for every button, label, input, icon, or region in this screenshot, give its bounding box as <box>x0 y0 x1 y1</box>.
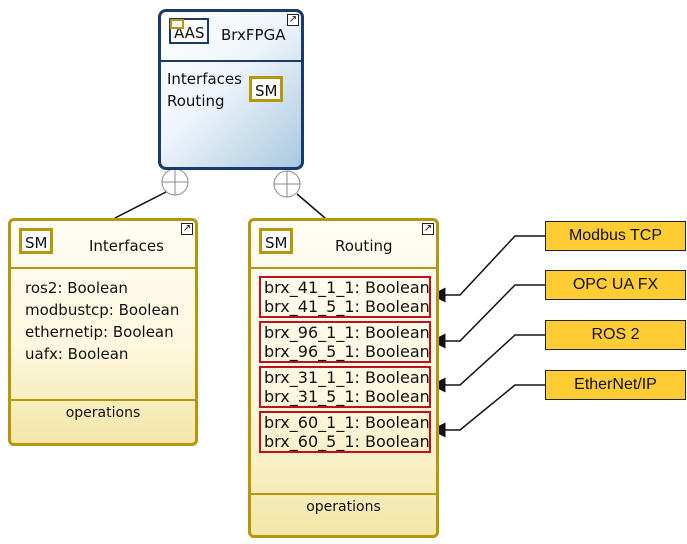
property-brx-60-5-1: brx_60_5_1: Boolean <box>264 432 430 451</box>
expand-icon[interactable]: ↗ <box>181 223 193 235</box>
aas-tag: AAS <box>169 18 210 44</box>
aas-submodel-routing: Routing <box>167 92 225 110</box>
property-ethernetip: ethernetip: Boolean <box>25 323 174 341</box>
property-ros2: ros2: Boolean <box>25 279 128 297</box>
arrow-ros2 <box>430 334 545 393</box>
interfaces-title: Interfaces <box>89 237 164 255</box>
property-brx-31-5-1: brx_31_5_1: Boolean <box>264 387 430 406</box>
protocol-opc-ua-fx[interactable]: OPC UA FX <box>545 270 686 300</box>
link-routing <box>296 193 326 219</box>
expand-icon[interactable]: ↗ <box>422 223 434 235</box>
link-interfaces <box>114 191 167 219</box>
property-brx-31-1-1: brx_31_1_1: Boolean <box>264 368 430 387</box>
property-brx-96-5-1: brx_96_5_1: Boolean <box>264 342 430 361</box>
routing-operations: operations <box>306 499 381 515</box>
property-brx-96-1-1: brx_96_1_1: Boolean <box>264 323 430 342</box>
interfaces-properties: ros2: Boolean modbustcp: Boolean etherne… <box>11 269 195 365</box>
aas-header: AAS BrxFPGA ↗ <box>161 12 301 62</box>
routing-group-31[interactable]: brx_31_1_1: Boolean brx_31_5_1: Boolean <box>259 366 431 408</box>
routing-submodel[interactable]: SM Routing ↗ brx_41_1_1: Boolean brx_41_… <box>248 218 439 538</box>
sm-tag: SM <box>259 228 294 254</box>
property-modbustcp: modbustcp: Boolean <box>25 301 180 319</box>
property-brx-41-5-1: brx_41_5_1: Boolean <box>264 297 430 316</box>
interfaces-submodel[interactable]: SM Interfaces ↗ ros2: Boolean modbustcp:… <box>8 218 198 446</box>
protocol-ethernet-ip[interactable]: EtherNet/IP <box>545 370 686 400</box>
routing-header: SM Routing ↗ <box>251 221 436 269</box>
routing-title: Routing <box>335 237 393 255</box>
arrow-opc-ua-fx <box>430 284 545 349</box>
sm-tag: SM <box>19 228 54 254</box>
divider <box>11 399 195 401</box>
property-brx-60-1-1: brx_60_1_1: Boolean <box>264 413 430 432</box>
property-uafx: uafx: Boolean <box>25 345 129 363</box>
arrow-modbus-tcp <box>430 235 545 303</box>
property-brx-41-1-1: brx_41_1_1: Boolean <box>264 278 430 297</box>
aggregation-circle-right <box>273 170 301 198</box>
aas-submodel-interfaces: Interfaces <box>167 70 242 88</box>
divider <box>251 493 436 495</box>
interfaces-operations: operations <box>65 405 141 421</box>
routing-group-60[interactable]: brx_60_1_1: Boolean brx_60_5_1: Boolean <box>259 411 431 453</box>
expand-icon[interactable]: ↗ <box>287 14 299 26</box>
aas-body: Interfaces Routing SM <box>161 62 301 112</box>
interfaces-header: SM Interfaces ↗ <box>11 221 195 269</box>
protocol-ros2[interactable]: ROS 2 <box>545 320 686 350</box>
aggregation-circle-left <box>161 168 189 196</box>
aas-title: BrxFPGA <box>221 26 286 44</box>
routing-group-41[interactable]: brx_41_1_1: Boolean brx_41_5_1: Boolean <box>259 276 431 318</box>
arrow-ethernet-ip <box>430 384 545 438</box>
sm-tag: SM <box>249 76 284 102</box>
aas-block[interactable]: AAS BrxFPGA ↗ Interfaces Routing SM <box>158 9 304 170</box>
protocol-modbus-tcp[interactable]: Modbus TCP <box>545 221 686 251</box>
routing-group-96[interactable]: brx_96_1_1: Boolean brx_96_5_1: Boolean <box>259 321 431 363</box>
